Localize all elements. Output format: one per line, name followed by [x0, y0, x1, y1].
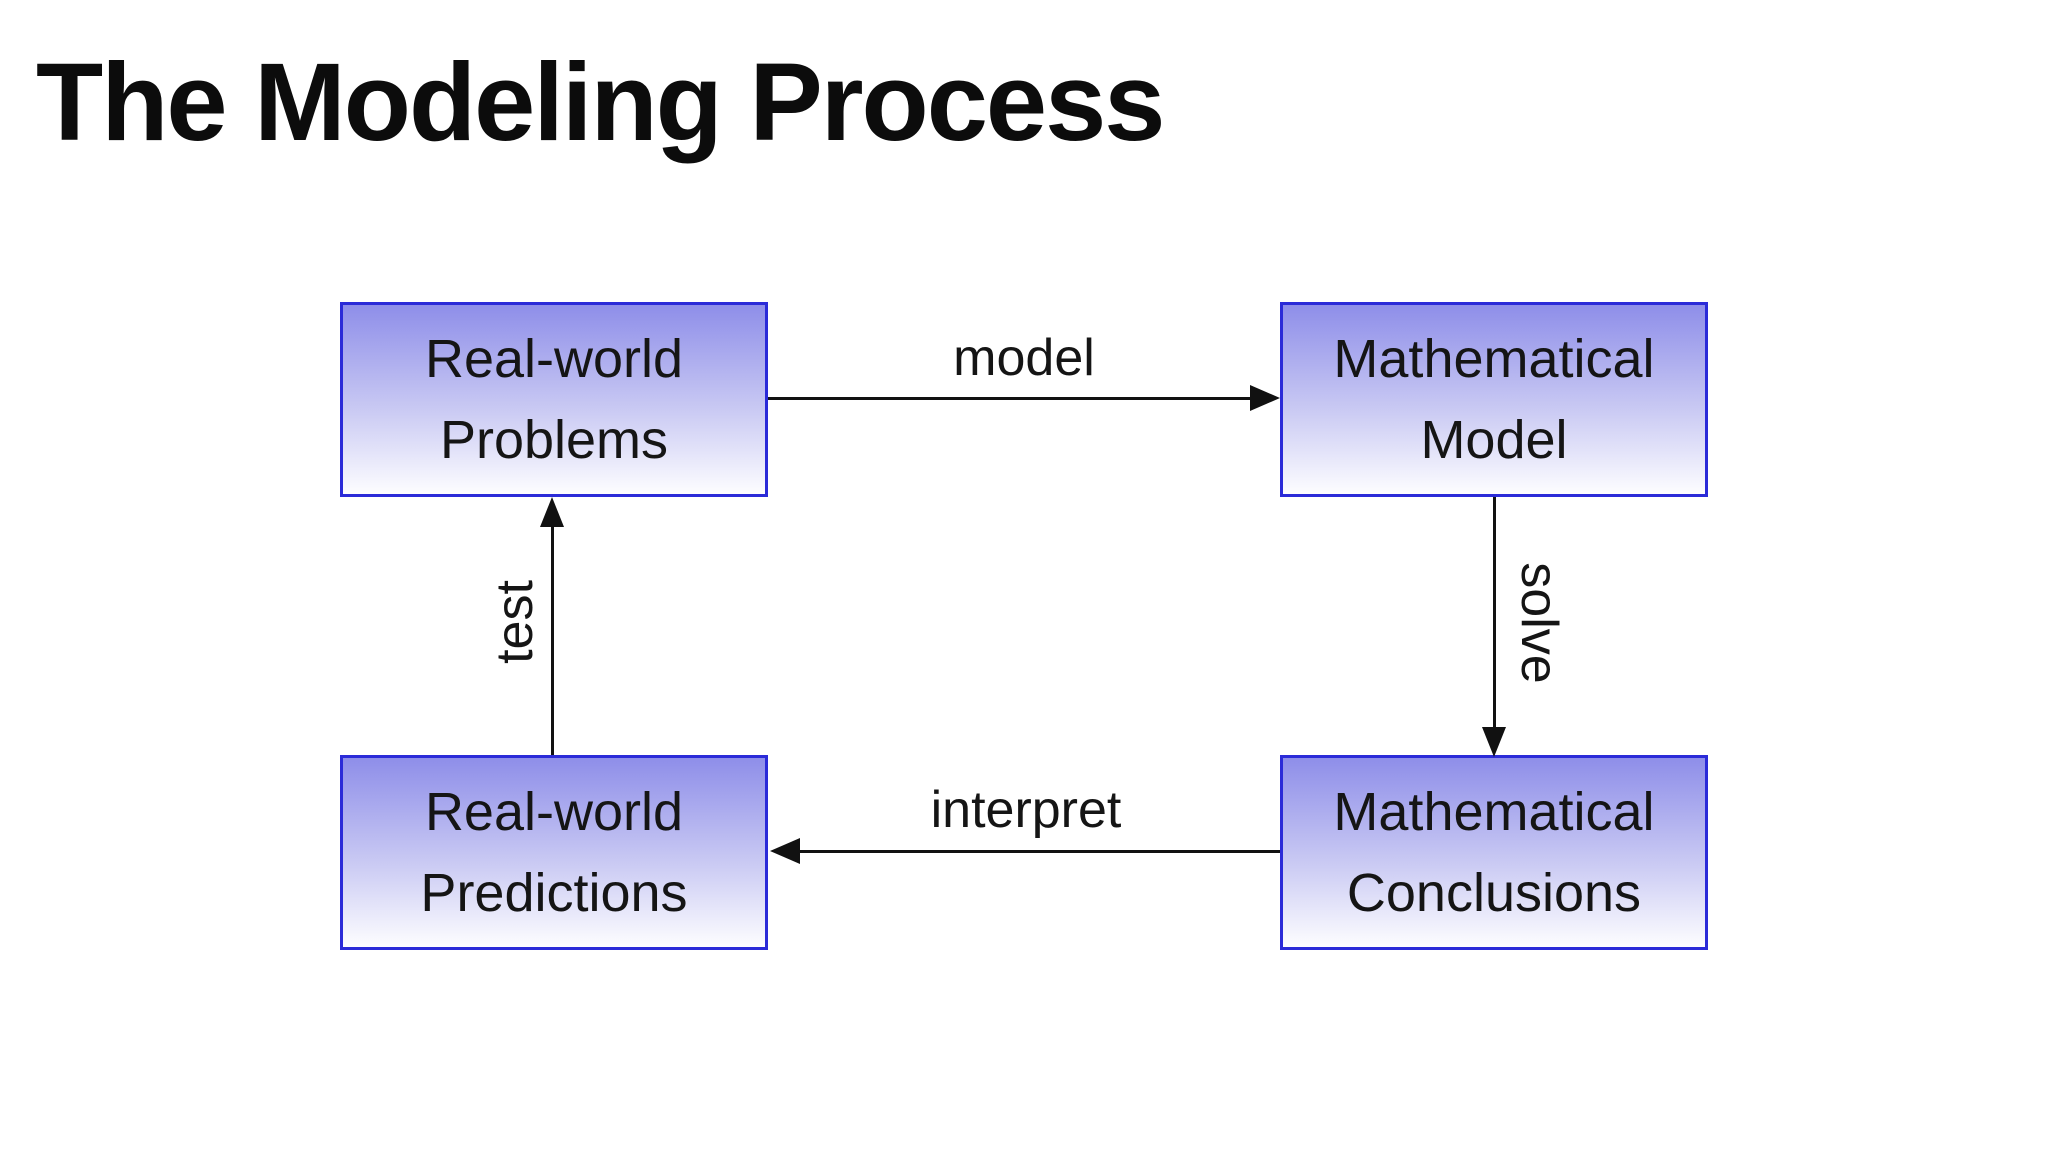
- node-label-line: Problems: [439, 409, 669, 470]
- solve-arrow-label: solve: [1509, 562, 1568, 684]
- arrowhead-left-icon: [770, 838, 800, 864]
- test-arrow-label: test: [486, 580, 545, 664]
- node-real-world-predictions: Real-world Predictions: [340, 755, 768, 950]
- node-label: Mathematical Conclusions: [1333, 772, 1654, 934]
- node-label-line: Model: [1420, 409, 1568, 470]
- node-label: Real-world Problems: [425, 319, 683, 481]
- arrowhead-down-icon: [1482, 727, 1506, 757]
- node-label-line: Real-world: [424, 328, 684, 389]
- interpret-arrow-line: [800, 850, 1280, 853]
- interpret-arrow-label: interpret: [930, 781, 1122, 839]
- node-label: Real-world Predictions: [420, 772, 687, 934]
- node-label-line: Predictions: [420, 862, 688, 923]
- node-label-line: Real-world: [424, 781, 684, 842]
- node-label-line: Mathematical: [1333, 328, 1655, 389]
- node-real-world-problems: Real-world Problems: [340, 302, 768, 497]
- test-arrow-line: [551, 527, 554, 755]
- model-arrow-label: model: [953, 329, 1095, 387]
- arrowhead-right-icon: [1250, 385, 1280, 411]
- node-label-line: Conclusions: [1346, 862, 1642, 923]
- node-label: Mathematical Model: [1333, 319, 1654, 481]
- page-title: The Modeling Process: [36, 41, 1165, 164]
- solve-arrow-line: [1493, 497, 1496, 728]
- node-mathematical-model: Mathematical Model: [1280, 302, 1708, 497]
- arrowhead-up-icon: [540, 497, 564, 527]
- node-mathematical-conclusions: Mathematical Conclusions: [1280, 755, 1708, 950]
- node-label-line: Mathematical: [1333, 781, 1655, 842]
- model-arrow-line: [768, 397, 1252, 400]
